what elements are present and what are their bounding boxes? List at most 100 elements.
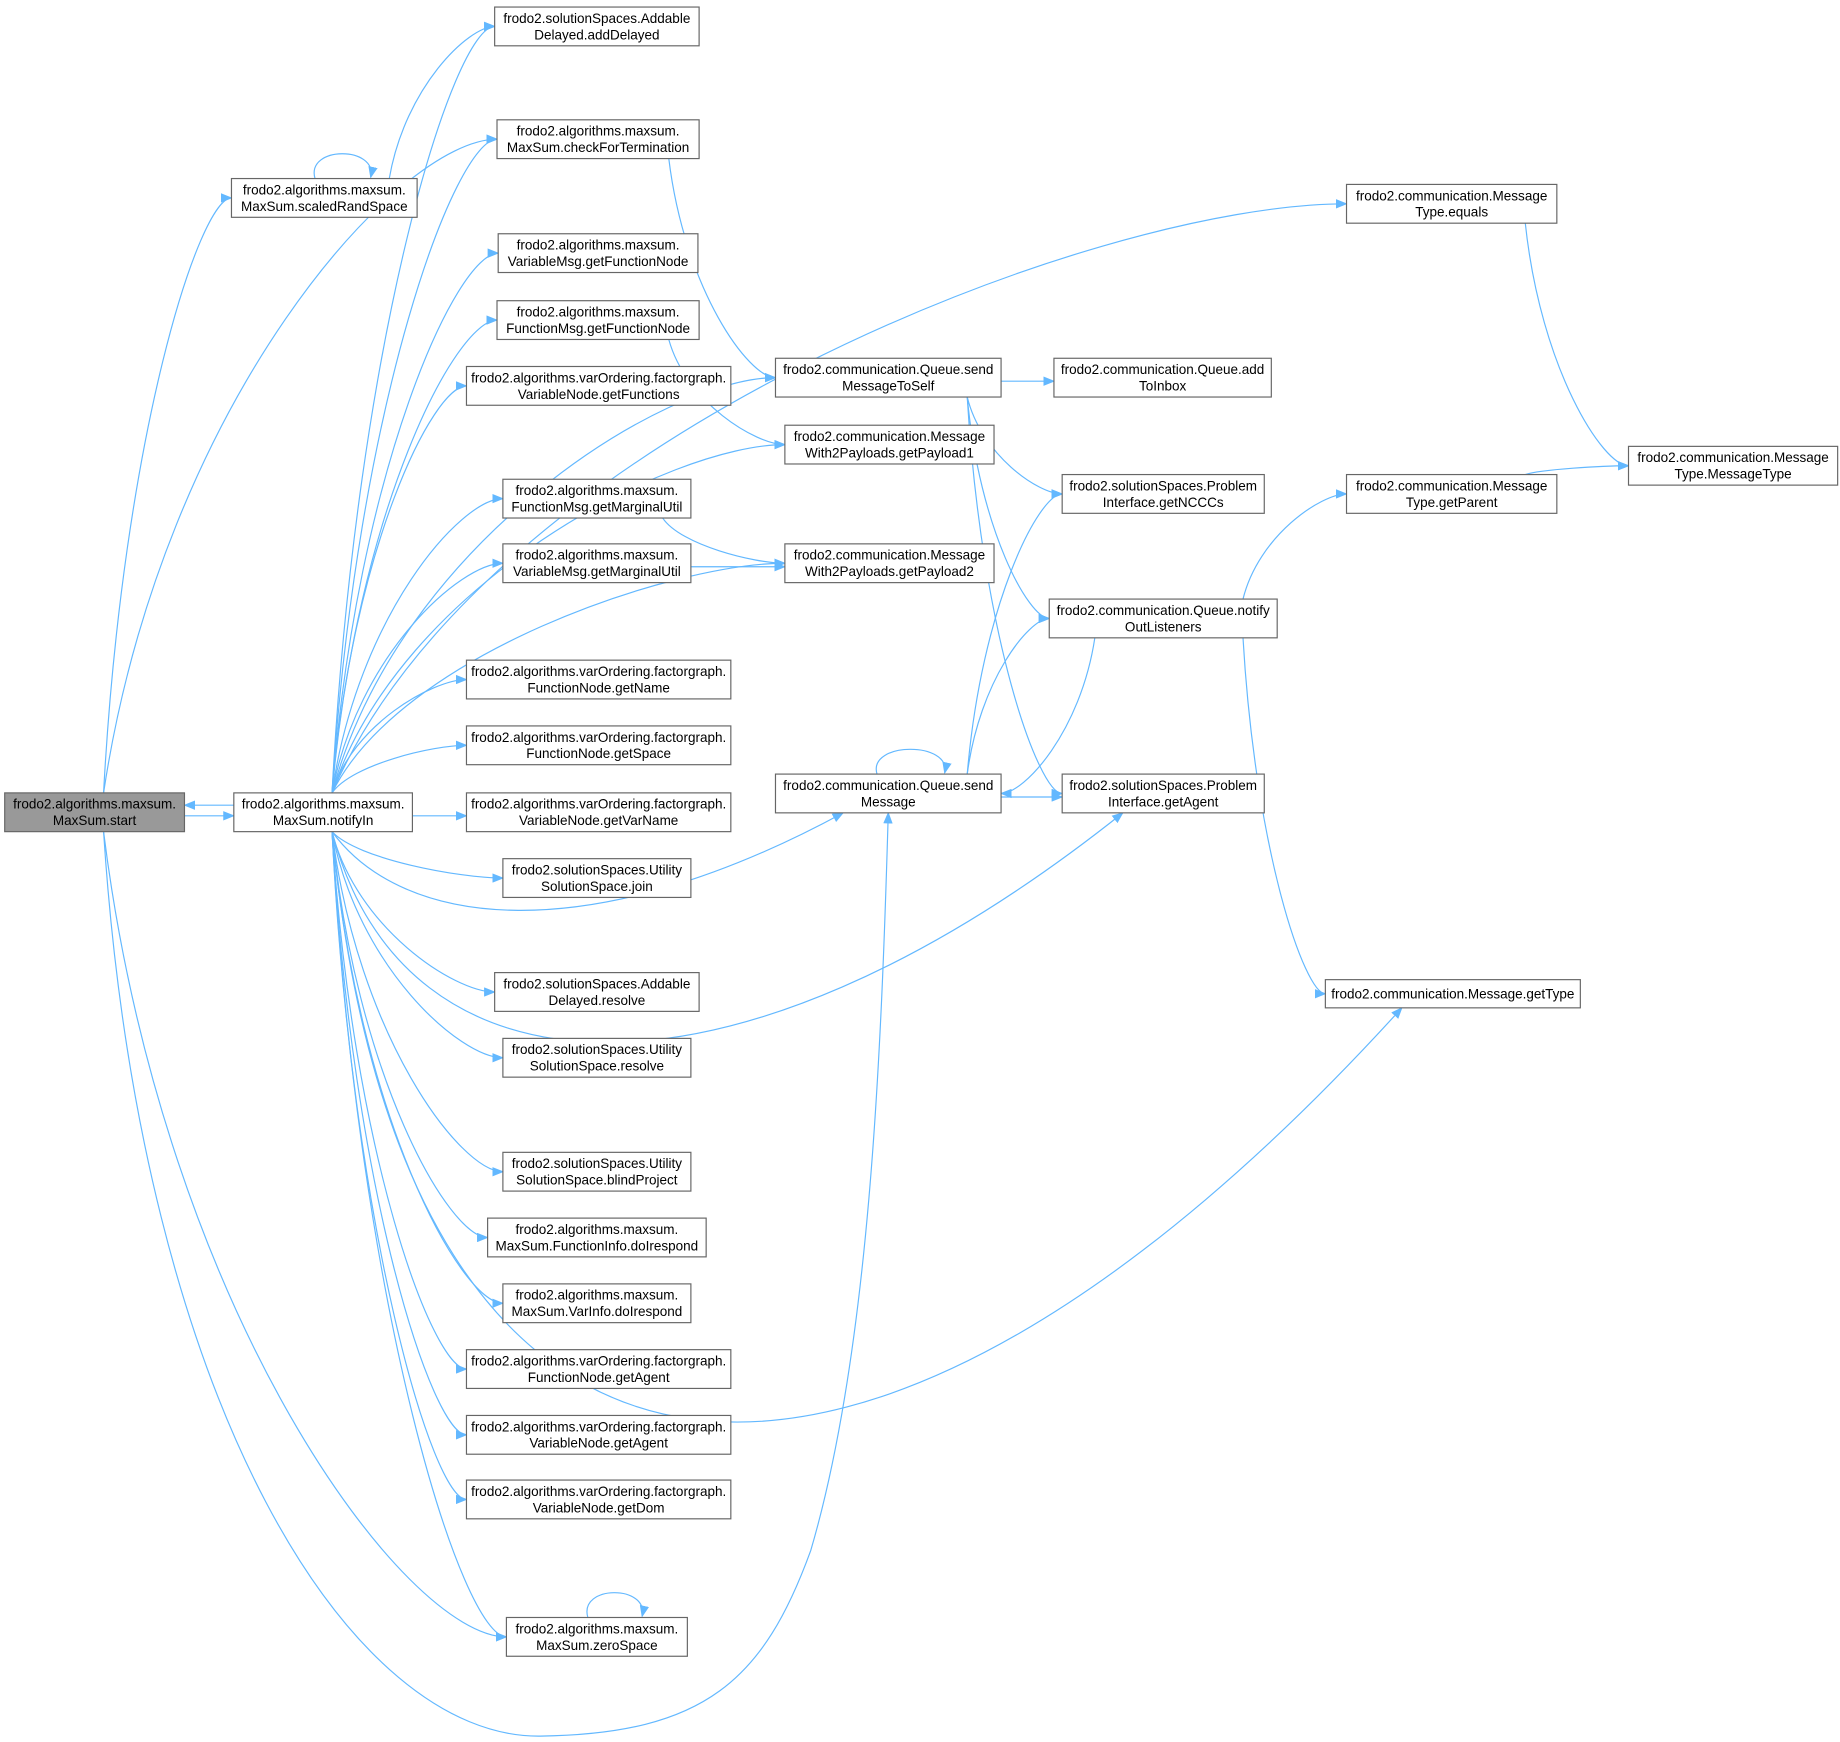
node-varMsgGetFunctionNode[interactable]: frodo2.algorithms.maxsum.VariableMsg.get…	[497, 233, 699, 274]
node-checkForTermination[interactable]: frodo2.algorithms.maxsum.MaxSum.checkFor…	[496, 119, 700, 160]
node-notifyIn[interactable]: frodo2.algorithms.maxsum.MaxSum.notifyIn	[233, 792, 414, 833]
node-box	[465, 1479, 732, 1520]
edge-notifyIn-to-addDelayed	[331, 21, 496, 793]
node-box	[784, 543, 995, 584]
node-label-line: VariableMsg.getMarginalUtil	[513, 564, 681, 579]
node-addableResolve[interactable]: frodo2.solutionSpaces.AddableDelayed.res…	[494, 972, 700, 1012]
node-label-line: MaxSum.VarInfo.doIrespond	[511, 1304, 682, 1319]
node-funcInfoDoIrespond[interactable]: frodo2.algorithms.maxsum.MaxSum.Function…	[487, 1217, 707, 1258]
node-vnGetAgent[interactable]: frodo2.algorithms.varOrdering.factorgrap…	[465, 1414, 732, 1455]
node-label-line: FunctionNode.getAgent	[528, 1370, 670, 1385]
node-fnGetName[interactable]: frodo2.algorithms.varOrdering.factorgrap…	[465, 659, 732, 700]
node-label-line: VariableNode.getFunctions	[518, 387, 680, 402]
node-label-line: frodo2.communication.Message.getType	[1331, 986, 1574, 1001]
node-sendMessageToSelf[interactable]: frodo2.communication.Queue.sendMessageTo…	[774, 357, 1002, 398]
node-box	[1324, 979, 1581, 1009]
node-box	[494, 972, 700, 1012]
node-label-line: FunctionMsg.getFunctionNode	[506, 321, 690, 336]
node-label-line: frodo2.algorithms.maxsum.	[517, 305, 680, 320]
edge-notifyIn-to-funcMsgGetMarginalUtil	[331, 493, 505, 793]
node-utilResolve[interactable]: frodo2.solutionSpaces.UtilitySolutionSpa…	[502, 1037, 692, 1078]
node-fnGetAgent[interactable]: frodo2.algorithms.varOrdering.factorgrap…	[465, 1349, 732, 1390]
node-equals[interactable]: frodo2.communication.MessageType.equals	[1345, 183, 1558, 224]
edge-zeroSpace-to-zeroSpace	[586, 1592, 649, 1618]
node-notifyOutListeners[interactable]: frodo2.communication.Queue.notifyOutList…	[1048, 598, 1278, 639]
node-label-line: frodo2.algorithms.varOrdering.factorgrap…	[471, 370, 726, 385]
node-getFunctions[interactable]: frodo2.algorithms.varOrdering.factorgrap…	[465, 365, 732, 406]
node-label-line: Type.getParent	[1406, 495, 1498, 510]
edge-notifyIn-to-blindProject	[331, 831, 505, 1177]
node-box	[233, 792, 414, 833]
node-zeroSpace[interactable]: frodo2.algorithms.maxsum. MaxSum.zeroSpac…	[505, 1616, 688, 1657]
node-getPayload1[interactable]: frodo2.communication.MessageWith2Payload…	[784, 424, 995, 465]
node-box	[496, 119, 700, 160]
edge-sendMessage-to-getNCCCs	[966, 489, 1064, 775]
node-label-line: MaxSum.scaledRandSpace	[241, 199, 408, 214]
edge-start-to-scaledRandSpace	[102, 193, 233, 793]
node-box	[505, 1616, 688, 1657]
node-vnGetDom[interactable]: frodo2.algorithms.varOrdering.factorgrap…	[465, 1479, 732, 1520]
node-label-line: frodo2.solutionSpaces.Addable	[503, 11, 690, 26]
node-box	[465, 725, 732, 766]
node-label-line: frodo2.algorithms.varOrdering.factorgrap…	[471, 1354, 726, 1369]
node-label-line: frodo2.communication.Message	[1637, 450, 1828, 465]
node-box	[1345, 473, 1558, 514]
node-getParent[interactable]: frodo2.communication.MessageType.getPare…	[1345, 473, 1558, 514]
node-label-line: Delayed.resolve	[548, 993, 645, 1008]
node-box	[784, 424, 995, 465]
node-label-line: frodo2.algorithms.maxsum.	[515, 1288, 678, 1303]
edge-start-to-sendMessage	[102, 811, 893, 1737]
edge-notifyIn-to-fnGetAgent	[331, 831, 468, 1374]
node-label-line: frodo2.communication.Message	[1356, 478, 1547, 493]
node-join[interactable]: frodo2.solutionSpaces.UtilitySolutionSpa…	[502, 858, 692, 899]
node-label-line: frodo2.communication.Message	[794, 429, 985, 444]
edge-notifyIn-to-funcInfoDoIrespond	[331, 831, 489, 1243]
edge-notifyIn-to-utilResolve	[331, 831, 505, 1063]
node-fnGetSpace[interactable]: frodo2.algorithms.varOrdering.factorgrap…	[465, 725, 732, 766]
node-varInfoDoIrespond[interactable]: frodo2.algorithms.maxsum.MaxSum.VarInfo.…	[502, 1283, 692, 1324]
node-box	[465, 1349, 732, 1390]
node-box	[774, 357, 1002, 398]
node-label-line: FunctionMsg.getMarginalUtil	[511, 500, 682, 515]
node-start[interactable]: frodo2.algorithms.maxsum.MaxSum.start	[4, 792, 186, 833]
node-addDelayed[interactable]: frodo2.solutionSpaces.AddableDelayed.add…	[494, 6, 700, 47]
node-label-line: Type.MessageType	[1675, 467, 1792, 482]
node-scaledRandSpace[interactable]: frodo2.algorithms.maxsum.MaxSum.scaledRa…	[230, 177, 418, 218]
node-label-line: frodo2.algorithms.maxsum.	[517, 238, 680, 253]
edge-notifyIn-to-zeroSpace	[331, 831, 508, 1642]
node-label-line: Delayed.addDelayed	[534, 27, 659, 42]
node-box	[497, 233, 699, 274]
node-box	[774, 773, 1002, 814]
node-label-line: frodo2.algorithms.maxsum.	[515, 1621, 678, 1636]
edge-notifyIn-to-varInfoDoIrespond	[331, 831, 505, 1308]
node-funcMsgGetMarginalUtil[interactable]: frodo2.algorithms.maxsum. FunctionMsg.get…	[502, 478, 692, 519]
node-getType[interactable]: frodo2.communication.Message.getType	[1324, 979, 1581, 1009]
node-label-line: frodo2.solutionSpaces.Problem	[1069, 478, 1257, 493]
node-piGetAgent[interactable]: frodo2.solutionSpaces.ProblemInterface.g…	[1061, 773, 1265, 814]
node-box	[4, 792, 186, 833]
node-box	[465, 792, 732, 833]
node-vnGetVarName[interactable]: frodo2.algorithms.varOrdering.factorgrap…	[465, 792, 732, 833]
node-box	[502, 478, 692, 519]
node-label-line: frodo2.algorithms.maxsum.	[515, 1222, 678, 1237]
node-varMsgGetMarginalUtil[interactable]: frodo2.algorithms.maxsum.VariableMsg.get…	[502, 543, 692, 584]
node-label-line: MaxSum.start	[53, 813, 137, 828]
node-label-line: MaxSum.zeroSpace	[536, 1638, 658, 1653]
node-label-line: VariableNode.getVarName	[519, 813, 678, 828]
node-blindProject[interactable]: frodo2.solutionSpaces.UtilitySolutionSpa…	[502, 1151, 692, 1192]
node-label-line: SolutionSpace.blindProject	[516, 1173, 678, 1188]
node-funcMsgGetFunctionNode[interactable]: frodo2.algorithms.maxsum.FunctionMsg.get…	[496, 300, 700, 341]
node-messageType[interactable]: frodo2.communication.MessageType.Message…	[1627, 445, 1839, 486]
node-label-line: frodo2.algorithms.maxsum.	[515, 483, 678, 498]
node-getPayload2[interactable]: frodo2.communication.MessageWith2Payload…	[784, 543, 995, 584]
edge-notifyIn-to-getFunctions	[331, 381, 468, 793]
edge-notifyIn-to-checkForTermination	[331, 134, 499, 793]
node-box	[494, 6, 700, 47]
edge-notifyIn-to-vnGetAgent	[331, 831, 468, 1440]
node-box	[1627, 445, 1839, 486]
node-getNCCCs[interactable]: frodo2.solutionSpaces.ProblemInterface.g…	[1061, 473, 1265, 514]
node-label-line: frodo2.algorithms.varOrdering.factorgrap…	[471, 664, 726, 679]
node-box	[1048, 598, 1278, 639]
